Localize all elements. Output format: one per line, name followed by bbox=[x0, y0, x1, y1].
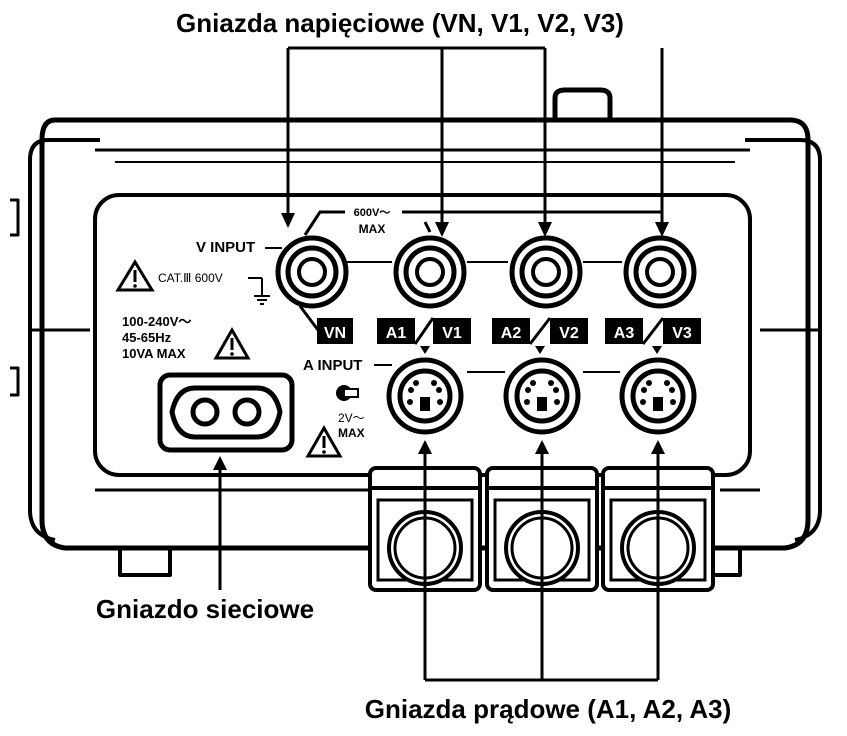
current-callout-lines bbox=[423, 450, 660, 682]
current-socket-a2[interactable] bbox=[503, 357, 581, 435]
v-max-line2: MAX bbox=[359, 222, 386, 236]
tag-v2-label: V2 bbox=[559, 325, 579, 342]
voltage-sockets-caption: Gniazda napięciowe (VN, V1, V2, V3) bbox=[176, 8, 624, 38]
a-input-label: A INPUT bbox=[303, 357, 362, 374]
v-max-bracket bbox=[303, 210, 662, 236]
warning-triangle-icon bbox=[305, 424, 343, 458]
voltage-socket-v2[interactable] bbox=[509, 235, 583, 309]
v-input-label: V INPUT bbox=[196, 239, 255, 256]
a-max-line1: 2V～ bbox=[338, 411, 365, 425]
tag-pointers bbox=[420, 346, 662, 354]
power-socket-caption: Gniazdo sieciowe bbox=[96, 594, 314, 624]
socket-guides bbox=[345, 261, 622, 373]
tag-v1-label: V1 bbox=[442, 325, 462, 342]
tag-a3 bbox=[605, 318, 643, 344]
power-spec-line1: 100-240V～ bbox=[122, 314, 191, 329]
tag-a2-label: A2 bbox=[501, 325, 522, 342]
cat-rating-text: CAT.Ⅲ 600V bbox=[158, 271, 223, 285]
current-arrowheads bbox=[418, 440, 665, 454]
tag-a1-label: A1 bbox=[386, 325, 407, 342]
voltage-socket-v1[interactable] bbox=[393, 235, 467, 309]
voltage-arrowheads bbox=[281, 213, 669, 237]
v-max-line1: 600V～ bbox=[354, 207, 391, 219]
a-max-line2: MAX bbox=[338, 426, 365, 440]
tag-separators bbox=[298, 305, 665, 345]
warning-triangle-icon bbox=[115, 259, 155, 292]
voltage-callout-lines bbox=[286, 46, 664, 222]
current-sockets-caption: Gniazda prądowe (A1, A2, A3) bbox=[365, 694, 731, 724]
tag-v1 bbox=[433, 318, 471, 344]
power-inlet[interactable] bbox=[157, 372, 295, 453]
current-socket-a1[interactable] bbox=[386, 357, 464, 435]
power-arrowhead bbox=[213, 456, 227, 470]
current-socket-a3[interactable] bbox=[619, 357, 697, 435]
voltage-socket-vn[interactable] bbox=[275, 235, 349, 309]
ground-icon bbox=[248, 277, 270, 305]
tag-vn-label: VN bbox=[324, 325, 346, 342]
voltage-socket-v3[interactable] bbox=[623, 235, 697, 309]
tag-v2 bbox=[550, 318, 588, 344]
tag-vn bbox=[317, 318, 353, 344]
tag-a2 bbox=[492, 318, 530, 344]
tag-v3 bbox=[663, 318, 701, 344]
clamp-sensor-icon bbox=[336, 385, 359, 401]
power-spec-line2: 45-65Hz bbox=[122, 330, 172, 345]
tag-a3-label: A3 bbox=[614, 325, 635, 342]
power-spec-line3: 10VA MAX bbox=[122, 346, 186, 361]
tag-a1 bbox=[377, 318, 415, 344]
warning-triangle-icon bbox=[213, 326, 251, 360]
tag-v3-label: V3 bbox=[672, 325, 692, 342]
socket-tags: VN A1 V1 A2 V2 A3 V3 bbox=[317, 318, 701, 344]
